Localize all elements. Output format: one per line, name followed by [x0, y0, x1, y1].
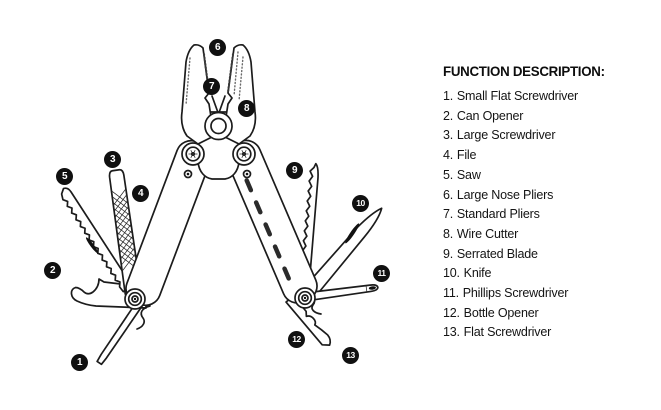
handle-screws — [124, 142, 316, 310]
function-list: 1.Small Flat Screwdriver 2.Can Opener 3.… — [443, 86, 661, 342]
function-item-12: 12.Bottle Opener — [443, 304, 539, 320]
function-item-9: 9.Serrated Blade — [443, 245, 538, 261]
function-item-10: 10.Knife — [443, 265, 492, 281]
callout-4: 4 — [132, 185, 149, 202]
phillips-screwdriver-tool — [307, 284, 379, 302]
saw-tool — [60, 187, 133, 293]
pivot-joint — [204, 111, 233, 141]
function-item-6: 6.Large Nose Pliers — [443, 186, 554, 202]
function-item-4: 4.File — [443, 147, 477, 163]
panel-heading: FUNCTION DESCRIPTION: — [443, 63, 605, 79]
function-item-11: 11.Phillips Screwdriver — [443, 285, 569, 301]
callout-8: 8 — [238, 100, 255, 117]
callout-13: 13 — [342, 347, 359, 364]
callout-10: 10 — [352, 195, 369, 212]
function-item-1: 1.Small Flat Screwdriver — [443, 88, 579, 103]
knife-tool — [302, 207, 383, 299]
function-item-7: 7.Standard Pliers — [443, 206, 540, 222]
file-large-screwdriver-tool — [108, 168, 142, 296]
right-bottom-screw — [294, 287, 316, 309]
callout-11: 11 — [373, 265, 390, 282]
function-item-13: 13.Flat Screwdriver — [443, 324, 552, 340]
callout-1: 1 — [71, 354, 88, 371]
function-item-5: 5.Saw — [443, 166, 481, 182]
callout-6: 6 — [209, 39, 226, 56]
callout-12: 12 — [288, 331, 305, 348]
function-item-8: 8.Wire Cutter — [443, 225, 519, 241]
callout-3: 3 — [104, 151, 121, 168]
function-description-panel: FUNCTION DESCRIPTION: 1.Small Flat Screw… — [443, 63, 661, 342]
callout-7: 7 — [203, 78, 220, 95]
function-item-3: 3.Large Screwdriver — [443, 127, 556, 143]
callout-5: 5 — [56, 168, 73, 185]
multitool-illustration — [60, 43, 383, 366]
right-top-screw — [232, 142, 256, 166]
callout-9: 9 — [286, 162, 303, 179]
callout-2: 2 — [44, 262, 61, 279]
bottle-opener-flat-screwdriver-tool — [285, 295, 332, 346]
left-spring-detail — [136, 305, 151, 330]
function-item-2: 2.Can Opener — [443, 107, 524, 123]
left-bottom-screw — [124, 288, 146, 310]
left-top-screw — [181, 142, 205, 166]
